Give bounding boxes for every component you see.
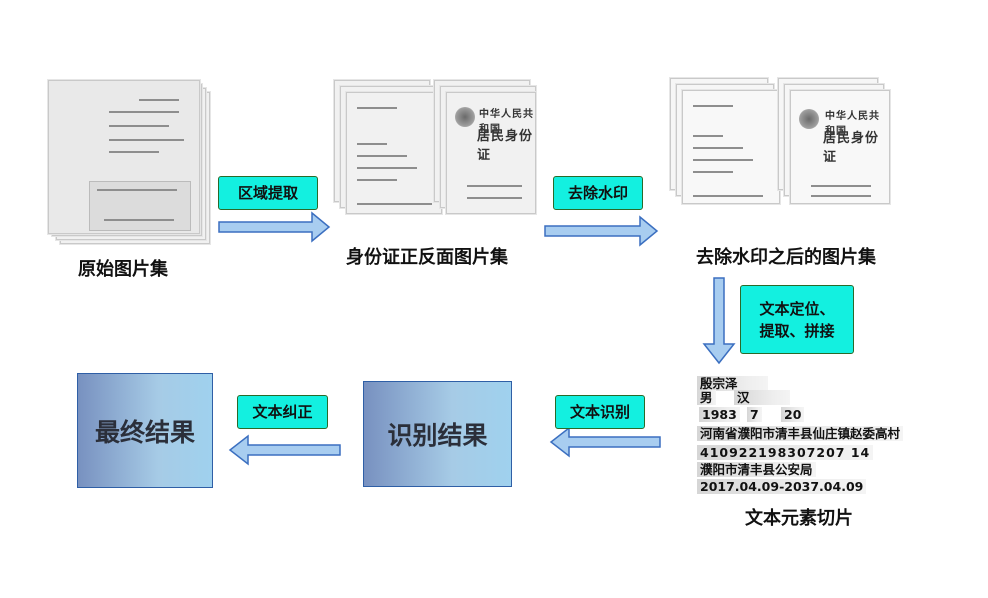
step-region-extract: 区域提取	[218, 176, 318, 210]
caption-dewatermarked: 去除水印之后的图片集	[696, 247, 876, 268]
step-text-locate-line2: 提取、拼接	[759, 321, 835, 340]
id-card-stack: 中华人民共和国 居民身份证	[334, 80, 536, 215]
card2-country-text: 中华人民共和国	[825, 111, 880, 137]
slice-birth-month: 7	[747, 407, 762, 422]
slice-birth-year: 1983	[699, 407, 740, 422]
raw-image-card	[48, 80, 200, 234]
arrow-left-2	[228, 434, 341, 466]
slice-id-number: 410922198307207 14	[697, 445, 874, 460]
slice-address: 河南省濮阳市清丰县仙庄镇赵委高村	[697, 426, 904, 441]
caption-id-front-back: 身份证正反面图片集	[346, 247, 508, 268]
caption-raw-images: 原始图片集	[78, 259, 168, 280]
slice-authority: 濮阳市清丰县公安局	[697, 462, 816, 477]
slice-name: 殷宗泽	[697, 376, 768, 391]
arrow-right-1	[218, 211, 331, 243]
arrow-left-1	[549, 426, 661, 458]
dewatermarked-stack: 中华人民共和国 居民身份证	[670, 78, 890, 206]
step-remove-watermark: 去除水印	[553, 176, 643, 210]
arrow-right-2	[544, 215, 659, 247]
step-text-locate-line1: 文本定位、	[759, 299, 835, 318]
card2-title-text: 居民身份证	[823, 131, 880, 165]
slice-sex: 男	[697, 390, 716, 405]
final-result-box: 最终结果	[77, 373, 213, 488]
arrow-down	[702, 277, 736, 365]
caption-text-slices: 文本元素切片	[745, 508, 853, 529]
recognition-result-box: 识别结果	[363, 381, 512, 487]
card-title-text: 居民身份证	[477, 129, 534, 163]
slice-validity: 2017.04.09-2037.04.09	[697, 479, 867, 494]
step-text-locate: 文本定位、 提取、拼接	[740, 285, 854, 354]
card-country-text: 中华人民共和国	[479, 109, 534, 135]
step-text-correction: 文本纠正	[237, 395, 328, 429]
slice-ethnicity: 汉	[734, 390, 790, 405]
raw-image-stack	[48, 80, 210, 245]
step-text-recognition: 文本识别	[555, 395, 645, 429]
slice-birth-day: 20	[781, 407, 805, 422]
